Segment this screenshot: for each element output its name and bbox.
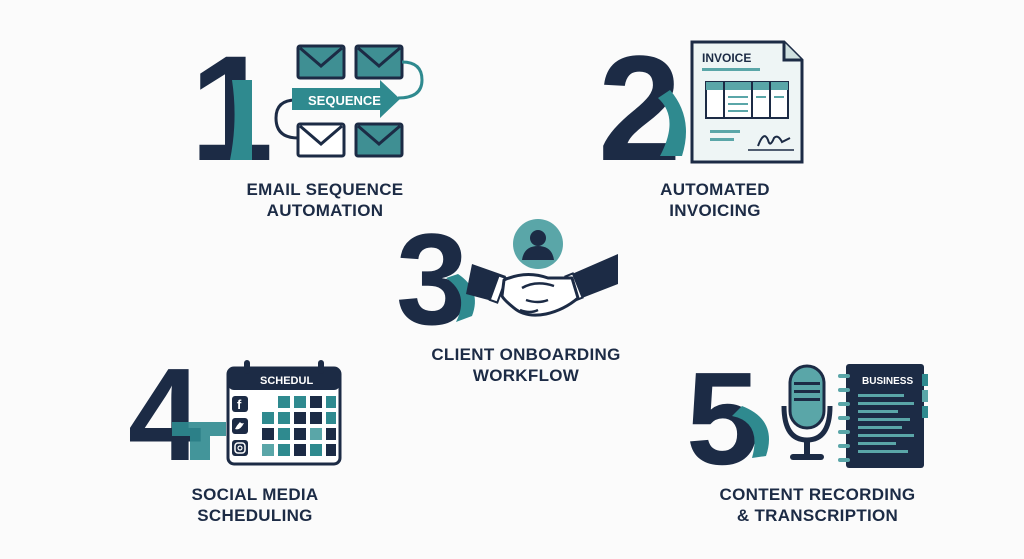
email-sequence-icon: 1 SEQUENCE	[190, 40, 424, 165]
number-4: 4	[128, 356, 201, 468]
business-label: BUSINESS	[862, 376, 913, 387]
facebook-icon	[232, 396, 248, 412]
microphone-notebook-icon: 5 BUSINESS	[686, 360, 928, 472]
invoice-document-icon: 2 INVOICE	[598, 38, 804, 168]
invoice-label: INVOICE	[702, 51, 751, 65]
caption-automated-invoicing: AUTOMATED INVOICING	[660, 180, 770, 220]
handshake-icon: 3	[396, 218, 618, 338]
caption-social-media-scheduling: SOCIAL MEDIA SCHEDULING	[191, 485, 319, 525]
schedule-label: SCHEDUL	[260, 375, 313, 387]
svg-text:f: f	[237, 397, 242, 412]
sequence-label: SEQUENCE	[308, 93, 381, 108]
caption-client-onboarding: CLIENT ONBOARDING WORKFLOW	[431, 345, 621, 385]
calendar-icon: 4 SCHEDUL f	[128, 356, 342, 468]
caption-content-recording: CONTENT RECORDING & TRANSCRIPTION	[719, 485, 916, 525]
caption-email-sequence: EMAIL SEQUENCE AUTOMATION	[246, 180, 404, 220]
number-1: 1	[190, 40, 273, 165]
